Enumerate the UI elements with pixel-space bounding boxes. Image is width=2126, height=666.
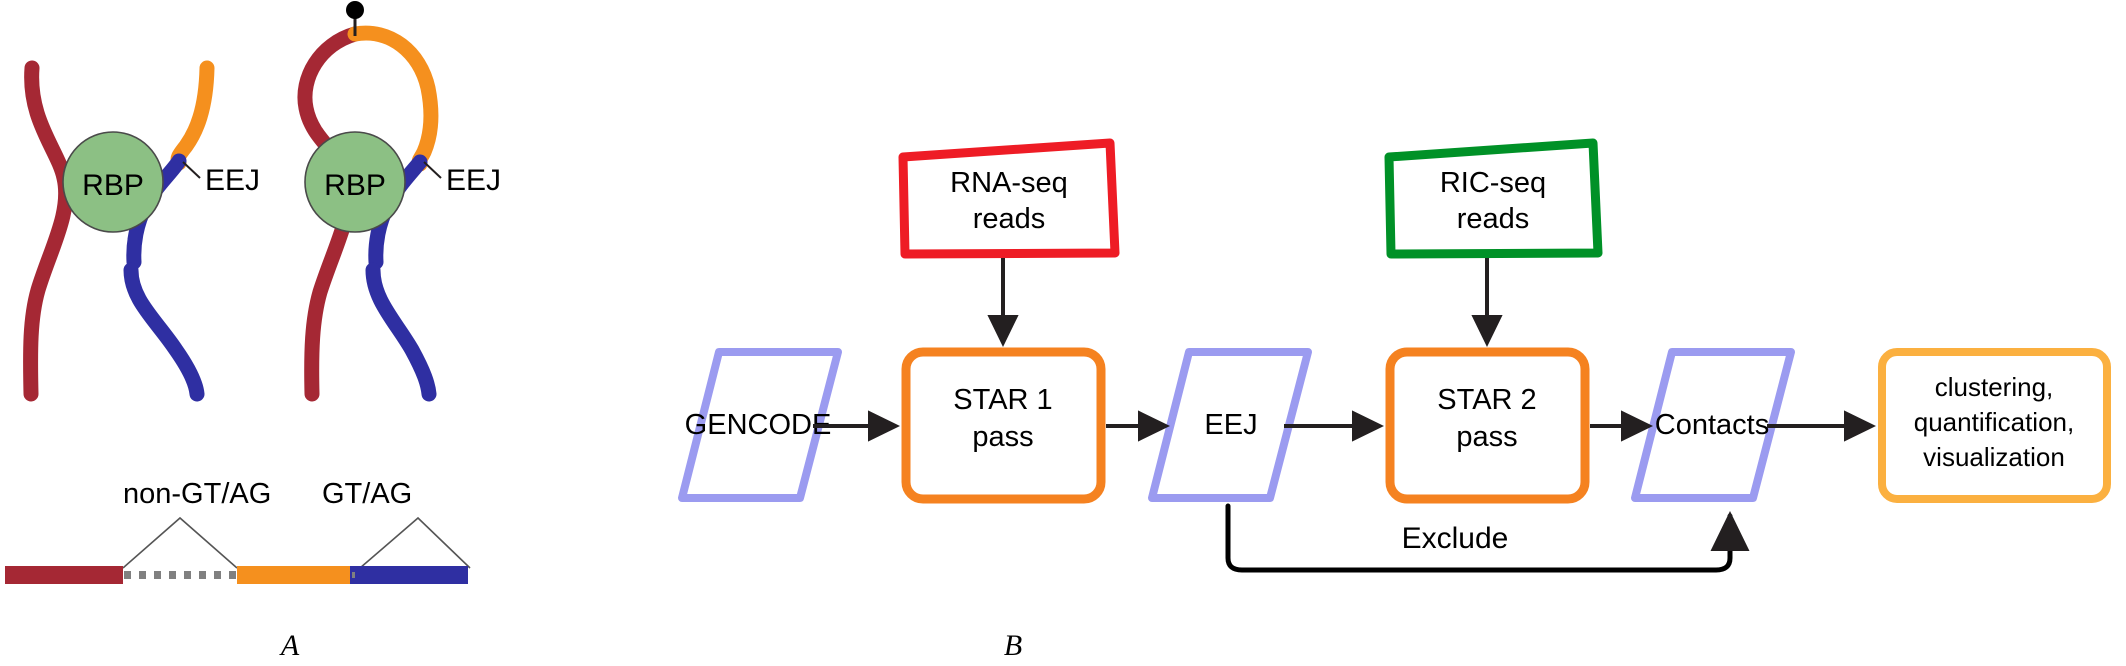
junction-label-canonical: GT/AG [322, 478, 412, 510]
star-1-pass-outline [901, 347, 1106, 504]
clustering-line-1: clustering, [1935, 372, 2054, 402]
rna-strand-blue-lower [123, 262, 205, 402]
rna-seq-reads-outline [898, 138, 1120, 259]
structure-crossed: RBP EEJ [23, 60, 260, 402]
junction-track: non-GT/AG GT/AG [5, 478, 471, 584]
node-clustering[interactable]: clustering, quantification, visualizatio… [1878, 348, 2111, 503]
ric-seq-reads-outline [1384, 138, 1603, 259]
contacts-outline [1631, 348, 1795, 502]
star-2-pass-line-2: pass [1456, 421, 1517, 453]
flow-edges: Exclude [813, 258, 1876, 573]
node-star-1-pass[interactable]: STAR 1 pass [901, 347, 1106, 504]
ric-seq-reads-line-2: reads [1457, 203, 1530, 235]
eej-label: EEJ [446, 164, 501, 197]
rbp-circle [304, 131, 406, 233]
clustering-outline [1878, 348, 2111, 503]
rbp-label: RBP [82, 169, 144, 202]
eej-label: EEJ [1204, 409, 1257, 441]
node-ric-seq-reads[interactable]: RIC-seq reads [1384, 138, 1603, 259]
eej-outline [1148, 348, 1312, 502]
gencode-outline [678, 348, 842, 502]
exon-segment-orange [237, 566, 355, 584]
contacts-label: Contacts [1655, 409, 1769, 441]
node-rna-seq-reads[interactable]: RNA-seq reads [898, 138, 1120, 259]
edge-eej-exclude-contacts [1225, 503, 1750, 573]
rna-seq-reads-line-2: reads [973, 203, 1046, 235]
rna-strand-orange-right [170, 60, 215, 171]
rbp-circle [62, 131, 164, 233]
rna-strand-blue-looped-lower [365, 262, 437, 402]
rbp-label: RBP [324, 169, 386, 202]
panel-a: RBP EEJ RBP EEJ non-GT/AG [5, 1, 501, 662]
ric-seq-reads-line-1: RIC-seq [1440, 167, 1546, 199]
star-2-pass-outline [1385, 347, 1590, 504]
eej-leader-line [182, 161, 201, 179]
clustering-line-3: visualization [1923, 442, 2065, 472]
structure-looped: RBP EEJ [297, 1, 501, 402]
pin-dot-icon [346, 1, 364, 19]
panel-label-b: B [1004, 629, 1022, 662]
exon-segment-blue [350, 566, 468, 584]
star-1-pass-line-2: pass [972, 421, 1033, 453]
rna-strand-dark-red-left [23, 60, 74, 402]
exclude-label: Exclude [1402, 522, 1509, 555]
clustering-line-2: quantification, [1914, 407, 2074, 437]
eej-label: EEJ [205, 164, 260, 197]
gencode-label: GENCODE [685, 409, 832, 441]
eej-leader-line [423, 161, 442, 179]
node-gencode[interactable]: GENCODE [678, 348, 842, 502]
junction-label-non-canonical: non-GT/AG [123, 478, 271, 510]
node-eej[interactable]: EEJ [1148, 348, 1312, 502]
star-2-pass-line-1: STAR 2 [1437, 384, 1536, 416]
node-contacts[interactable]: Contacts [1631, 348, 1795, 502]
node-star-2-pass[interactable]: STAR 2 pass [1385, 347, 1590, 504]
exon-segment-dark-red [5, 566, 123, 584]
panel-label-a: A [279, 629, 300, 662]
star-1-pass-line-1: STAR 1 [953, 384, 1052, 416]
splice-arc-non-canonical [122, 516, 238, 569]
splice-arc-canonical [359, 516, 471, 569]
panel-b: RNA-seq reads RIC-seq reads GENCODE STAR… [678, 138, 2111, 662]
rna-seq-reads-line-1: RNA-seq [950, 167, 1068, 199]
